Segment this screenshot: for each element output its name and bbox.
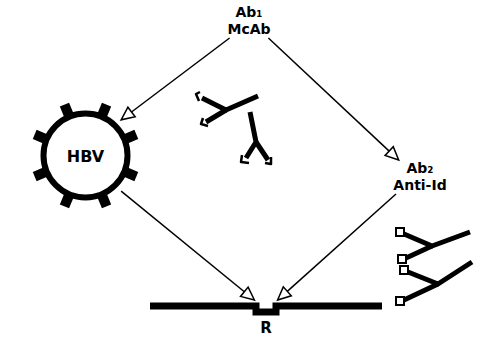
- arrow-head: [278, 287, 292, 300]
- node-label: Ab₂: [393, 160, 446, 177]
- receptor-line: [150, 306, 382, 312]
- arrow-line: [121, 191, 244, 292]
- antibody-symbol: [404, 232, 470, 246]
- antibody-symbol: [404, 284, 438, 300]
- antibody-symbol: [256, 142, 268, 160]
- label-node: Ab₁McAb: [227, 4, 270, 38]
- node-label: Anti-Id: [393, 177, 446, 194]
- antibody-tip: [196, 92, 208, 126]
- antibody-symbol: [406, 246, 432, 258]
- node-label: R: [150, 320, 382, 337]
- arrow-head: [121, 107, 135, 120]
- arrow-head: [241, 287, 255, 300]
- antibody-symbol: [408, 262, 472, 284]
- idiotype-square: [400, 266, 408, 274]
- node-label: McAb: [227, 21, 270, 38]
- arrow-line: [268, 38, 389, 151]
- node-label: HBV: [28, 147, 143, 164]
- arrow-connector: [121, 191, 254, 300]
- arrow-line: [132, 38, 230, 112]
- antibody-symbol: [246, 112, 256, 158]
- receptor-shape: [150, 300, 382, 318]
- idiotype-square: [396, 297, 404, 305]
- antibody-tip: [241, 155, 271, 164]
- idiotype-square: [398, 255, 406, 263]
- arrow-connector: [268, 38, 398, 160]
- antibody-symbol: [206, 110, 226, 122]
- receptor-bar: R: [150, 300, 382, 342]
- arrow-connector: [278, 194, 396, 300]
- antibody-symbol: [202, 96, 258, 110]
- node-label: Ab₁: [227, 4, 270, 21]
- label-node: Ab₂Anti-Id: [393, 160, 446, 194]
- arrow-head: [385, 147, 399, 160]
- idiotype-square: [396, 228, 404, 236]
- virus-circle: HBV: [28, 98, 143, 213]
- arrow-connector: [121, 38, 229, 120]
- arrow-line: [287, 194, 396, 291]
